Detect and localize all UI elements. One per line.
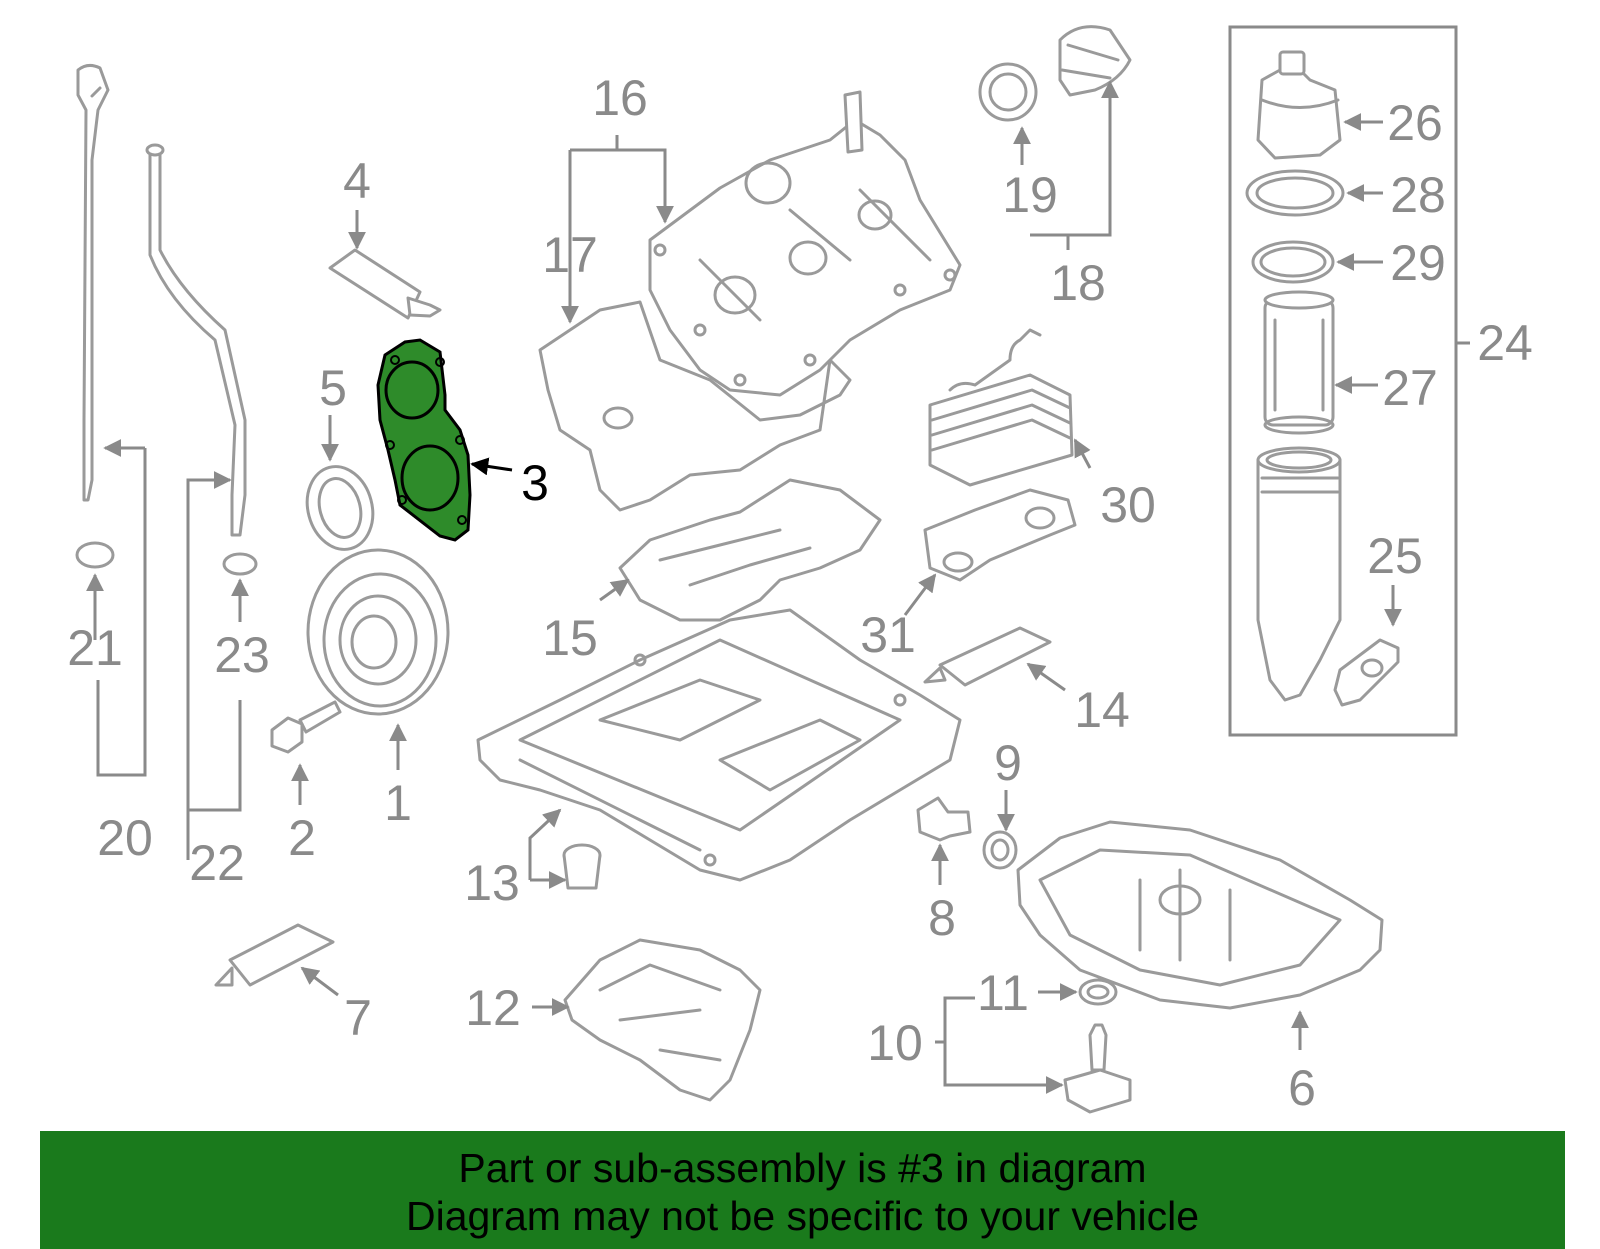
label-22: 22 [189,835,245,891]
label-28: 28 [1390,167,1446,223]
o-ring-29 [1251,240,1335,284]
label-26: 26 [1387,95,1443,151]
label-15: 15 [542,610,598,666]
label-6: 6 [1288,1060,1316,1116]
label-17: 17 [542,227,598,283]
oil-filler-cap-18 [1058,25,1132,97]
label-4: 4 [343,153,371,209]
dipstick-part [76,63,110,502]
dipstick-tube [145,143,247,537]
filter-cap-26 [1256,50,1342,160]
label-14: 14 [1074,682,1130,738]
sealant-tube-7 [214,923,335,987]
filter-element-27 [1263,290,1335,435]
filter-housing-25 [1256,446,1342,702]
oil-pressure-sender-8 [916,796,972,842]
o-ring-11 [1078,978,1118,1006]
label-23: 23 [214,627,270,683]
label-13: 13 [464,855,520,911]
label-2: 2 [288,810,316,866]
label-21: 21 [67,620,123,676]
bolt-2 [270,700,342,754]
valve-cover-gasket-17 [538,300,852,512]
gasket-25 [1333,638,1400,707]
label-9: 9 [994,735,1022,791]
label-16: 16 [592,70,648,126]
bracket-12 [563,938,762,1102]
label-3: 3 [521,455,549,511]
label-5: 5 [319,360,347,416]
oil-filter-plug-13b [562,843,602,890]
filter-kit-box-24 [1228,25,1458,737]
label-20: 20 [97,810,153,866]
label-12: 12 [465,980,521,1036]
oil-cooler-30 [928,328,1074,487]
label-7: 7 [344,990,372,1046]
seal-19 [978,62,1038,122]
label-31: 31 [860,607,916,663]
timing-cover-3-highlighted[interactable] [376,338,472,542]
banner-line-1: Part or sub-assembly is #3 in diagram [458,1145,1147,1191]
sealant-tube-4 [328,248,442,320]
lower-oil-pan-6 [1016,820,1384,1010]
label-25: 25 [1367,528,1423,584]
gasket-31 [923,488,1077,582]
label-11: 11 [977,965,1029,1021]
label-10: 10 [867,1015,923,1071]
washer-9 [982,830,1018,870]
o-ring-23 [222,552,258,576]
valve-cover-16 [648,90,962,397]
baffle-15 [618,478,882,622]
label-27: 27 [1382,360,1438,416]
label-1: 1 [384,775,412,831]
label-30: 30 [1100,477,1156,533]
seal-5 [305,465,375,551]
sealant-tube-14 [923,626,1052,687]
label-24: 24 [1477,315,1533,371]
crank-pulley-1 [306,548,450,716]
banner-line-2: Diagram may not be specific to your vehi… [405,1193,1199,1239]
o-ring-28 [1245,169,1345,217]
label-29: 29 [1390,235,1446,291]
label-19: 19 [1002,167,1058,223]
label-8: 8 [928,890,956,946]
o-ring-21 [75,541,115,569]
upper-oil-pan-13 [476,608,962,882]
label-18: 18 [1050,255,1106,311]
info-banner: Part or sub-assembly is #3 in diagram Di… [40,1131,1565,1249]
oil-level-sensor-10 [1063,1023,1132,1114]
